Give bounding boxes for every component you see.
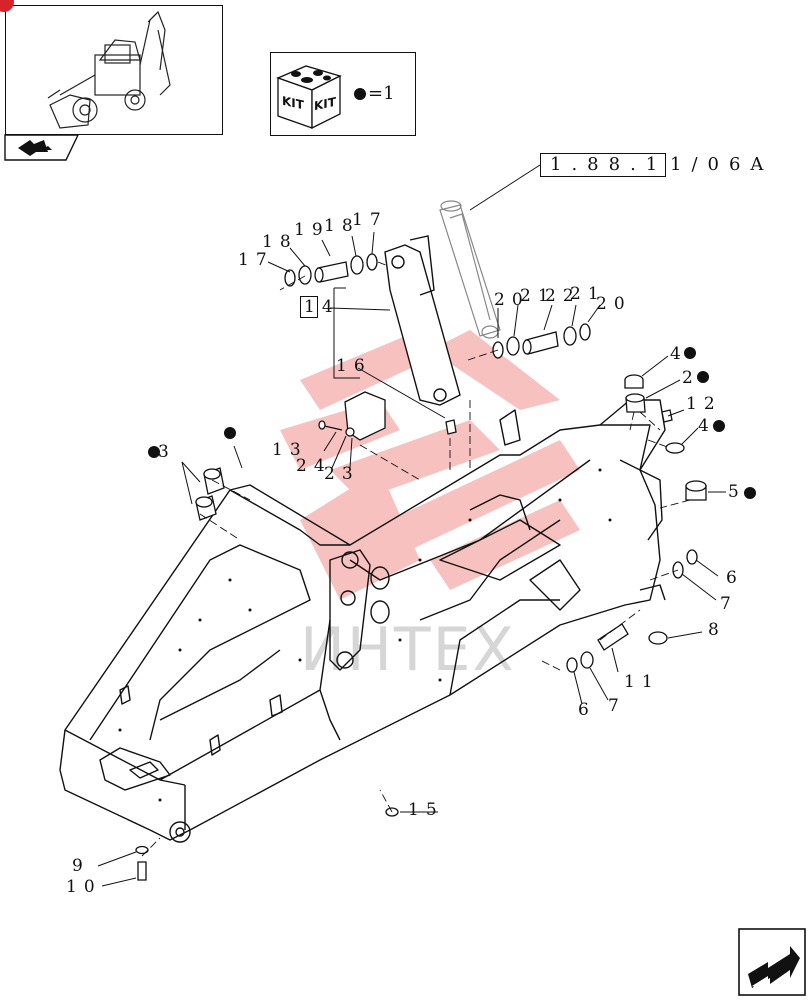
callout-4b-dot-icon: [713, 420, 725, 432]
callout-17b[interactable]: 17: [352, 210, 388, 230]
callout-14[interactable]: 14: [304, 297, 340, 317]
callout-18b[interactable]: 18: [324, 216, 360, 236]
callout-5[interactable]: 5: [728, 482, 746, 502]
next-page-arrow-icon[interactable]: [738, 928, 808, 998]
callout-6b[interactable]: 6: [578, 700, 596, 720]
callout-16[interactable]: 16: [336, 356, 372, 376]
callout-13[interactable]: 13: [272, 440, 308, 460]
callout-3-dot-icon: [148, 446, 160, 458]
callout-22[interactable]: 22: [545, 286, 581, 306]
corner-badge: [0, 0, 14, 12]
kit-equals-text: =1: [368, 83, 395, 104]
callout-6[interactable]: 6: [726, 568, 744, 588]
callout-14-box: [300, 296, 318, 318]
callout-11[interactable]: 11: [624, 672, 660, 692]
callout-21b[interactable]: 21: [570, 284, 606, 304]
callout-24[interactable]: 24: [296, 456, 332, 476]
callout-8[interactable]: 8: [708, 620, 726, 640]
reference-code-boxed[interactable]: 1.88.1: [550, 154, 668, 175]
callout-4[interactable]: 4: [670, 344, 688, 364]
callout-3[interactable]: 3: [158, 442, 176, 462]
callout-18[interactable]: 18: [262, 232, 298, 252]
watermark-text: ИНТЕХ: [300, 615, 516, 685]
callout-15[interactable]: 15: [408, 800, 444, 820]
callout-20b[interactable]: 20: [596, 294, 632, 314]
callout-4b[interactable]: 4: [698, 416, 716, 436]
machine-thumbnail-panel: [5, 5, 223, 135]
reference-code-box: [540, 153, 666, 177]
callout-5-dot-icon: [744, 487, 756, 499]
callout-17[interactable]: 17: [238, 250, 274, 270]
callout-23[interactable]: 23: [324, 464, 360, 484]
reference-code-suffix: 1/06A: [670, 154, 774, 175]
callout-2[interactable]: 2: [682, 368, 700, 388]
callout-19[interactable]: 19: [294, 220, 330, 240]
callout-4-dot-icon: [684, 347, 696, 359]
callout-12[interactable]: 12: [686, 394, 722, 414]
callout-7b[interactable]: 7: [608, 696, 626, 716]
callout-7[interactable]: 7: [720, 594, 738, 614]
callout-10[interactable]: 10: [66, 877, 102, 897]
callout-9[interactable]: 9: [72, 856, 90, 876]
callout-21[interactable]: 21: [520, 286, 556, 306]
kit-marker-dot-icon: [224, 427, 236, 439]
kit-dot-icon: [354, 88, 366, 100]
callout-2-dot-icon: [697, 371, 709, 383]
callout-20[interactable]: 20: [494, 290, 530, 310]
